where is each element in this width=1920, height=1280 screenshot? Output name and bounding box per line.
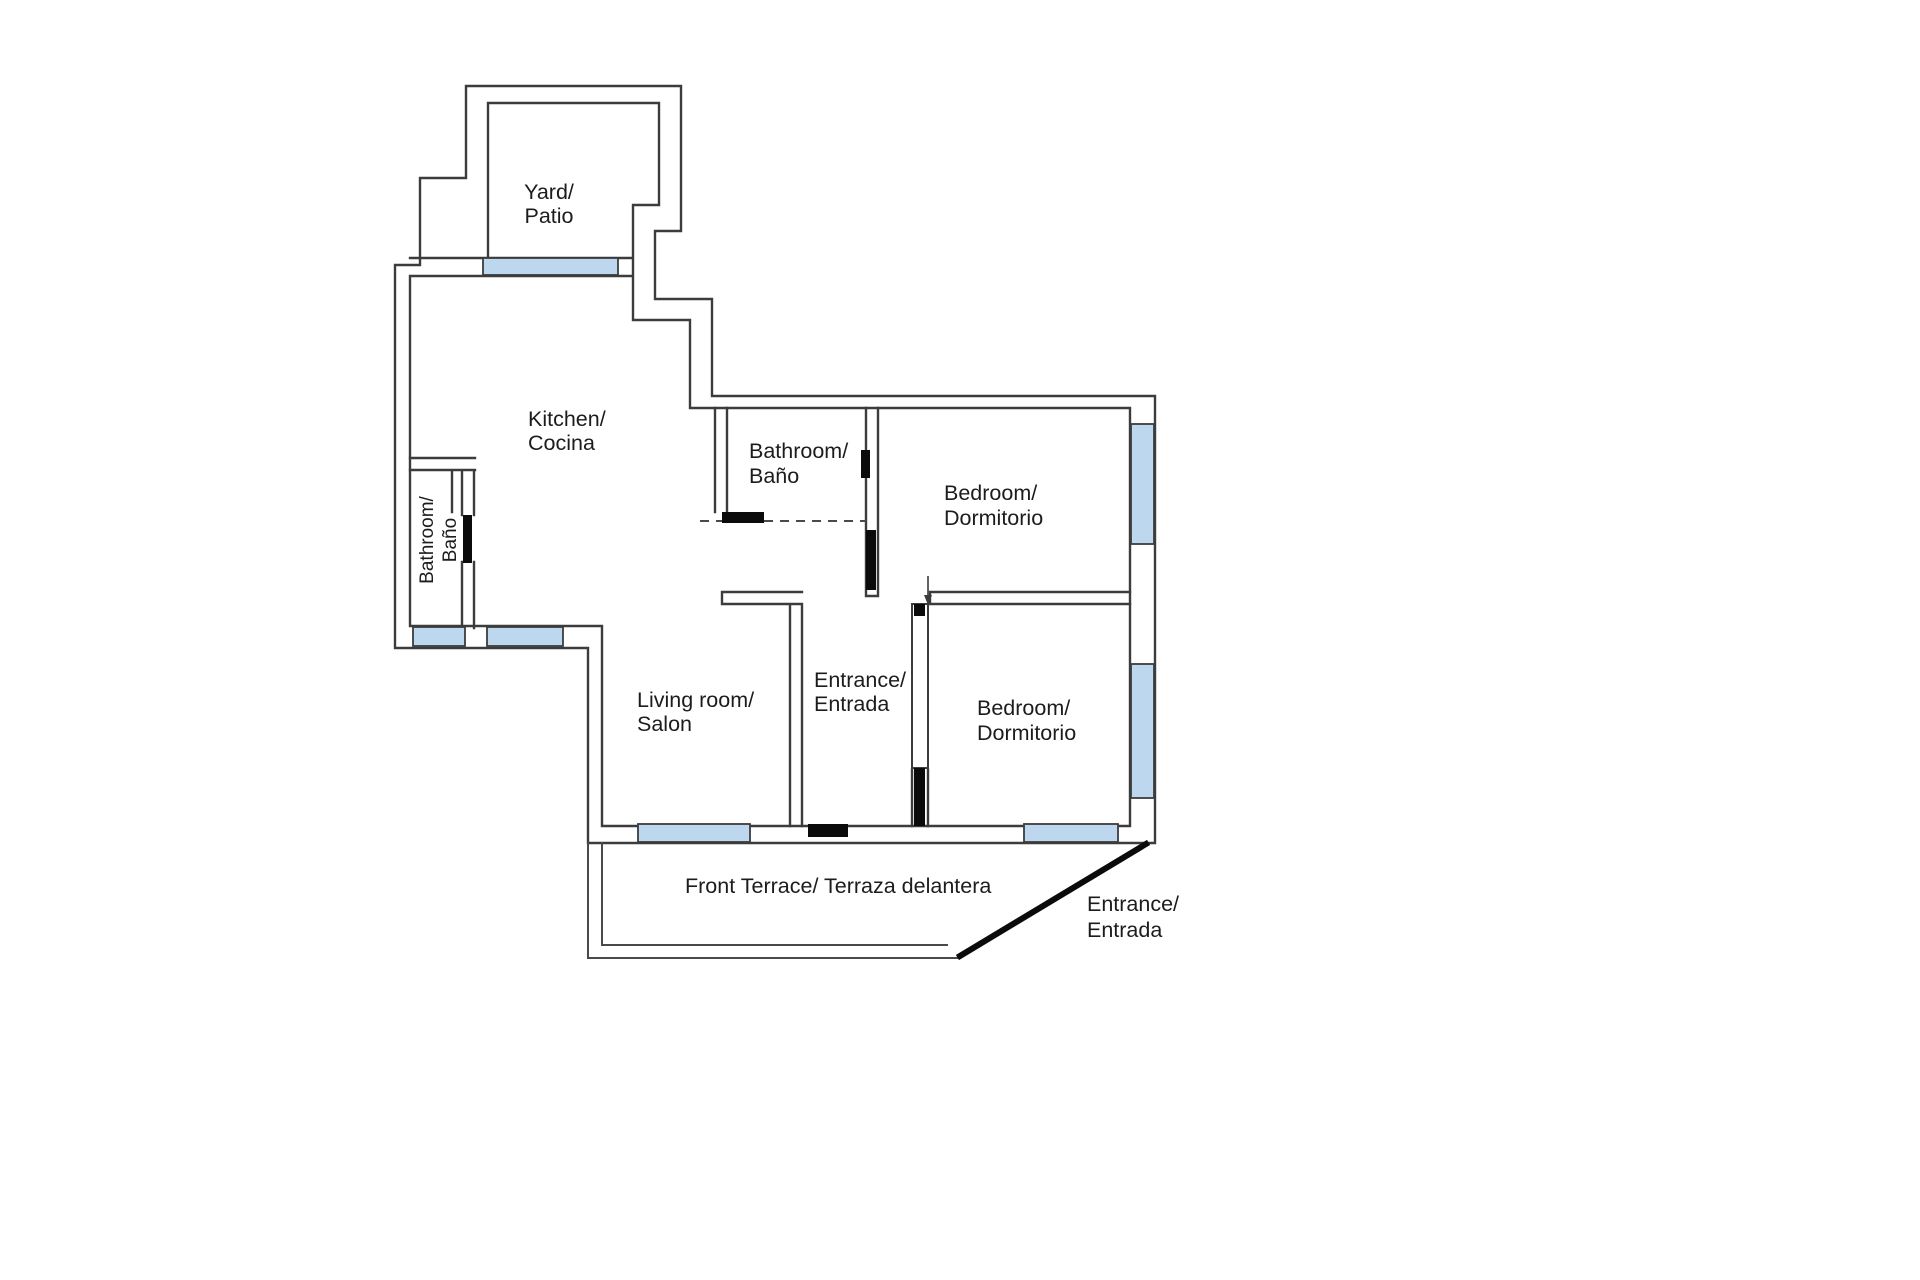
bedroom-top-label-line2: Dormitorio (944, 506, 1043, 530)
bedroom-bottom-label-line1: Bedroom/ (977, 696, 1070, 720)
bathroom-left-door-leaf (463, 515, 472, 563)
entrance-hall-label-line2: Entrada (814, 692, 889, 716)
front-terrace-label: Front Terrace/ Terraza delantera (685, 874, 991, 898)
bedroom-top-door-leaf (866, 530, 876, 590)
bathroom-left-label-line1: Bathroom/ (417, 495, 438, 583)
bathroom-main-label-line1: Bathroom/ (749, 439, 848, 463)
door-swing-arrow-head (924, 595, 932, 605)
entrance-hall-label-line1: Entrance/ (814, 668, 906, 692)
terrace-diagonal-wall (955, 839, 1151, 961)
bedroom-top-label-line1: Bedroom/ (944, 481, 1037, 505)
exterior-wall-outer (393, 84, 1157, 845)
kitchen-window-left (412, 626, 466, 647)
kitchen-window-right (486, 626, 564, 647)
kitchen-label-line2: Cocina (528, 431, 595, 455)
front-door-sill (808, 824, 848, 837)
bathroom-left-label-line2: Baño (440, 518, 461, 562)
living-room-window (637, 823, 751, 843)
bathroom-main-wall-fixture (861, 450, 870, 478)
yard-window (482, 257, 619, 276)
bathroom-main-door-sill (722, 512, 764, 523)
sliding-door-top-stop (914, 604, 925, 616)
sliding-door-leaf (914, 768, 925, 826)
yard-label-line1: Yard/ (524, 180, 574, 204)
entrance-outer-label-line2: Entrada (1087, 918, 1162, 942)
terrace-walls (587, 842, 958, 959)
bedroom-top-right-window (1130, 423, 1155, 545)
kitchen-label-line1: Kitchen/ (528, 407, 606, 431)
living-room-label-line1: Living room/ (637, 688, 754, 712)
entrance-outer-label-line1: Entrance/ (1087, 892, 1179, 916)
bedroom-bottom-right-window (1130, 663, 1155, 799)
bedroom-bottom-window (1023, 823, 1119, 843)
bedroom-bottom-label-line2: Dormitorio (977, 721, 1076, 745)
yard-label-line2: Patio (524, 204, 573, 228)
sliding-door-track (911, 603, 929, 769)
bathroom-main-label-line2: Baño (749, 464, 799, 488)
living-room-label-line2: Salon (637, 712, 692, 736)
